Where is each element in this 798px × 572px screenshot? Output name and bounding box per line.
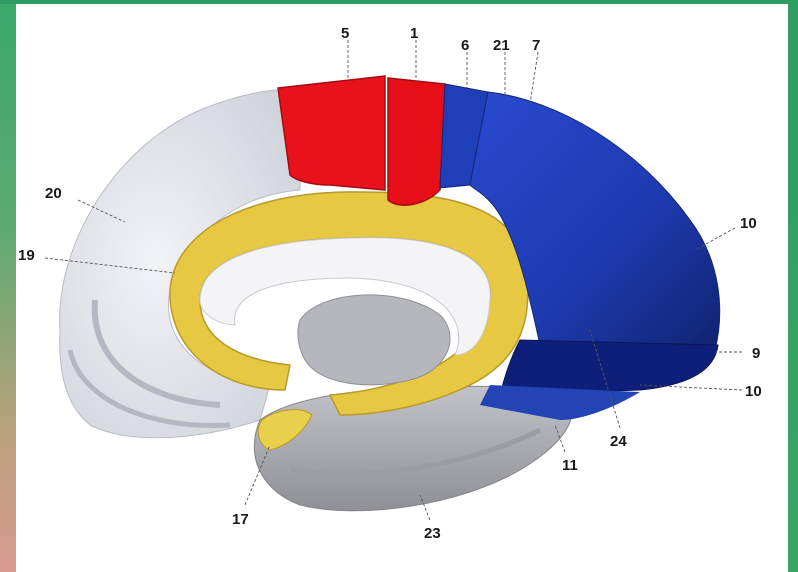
label-23: 23 bbox=[424, 525, 441, 542]
figure-canvas: 5 1 6 21 7 20 19 10 9 10 24 11 17 23 bbox=[16, 4, 788, 572]
label-9: 9 bbox=[752, 345, 760, 362]
label-20: 20 bbox=[45, 185, 62, 202]
area-1-red bbox=[388, 78, 445, 205]
thalamus-region bbox=[298, 295, 450, 385]
area-5-red bbox=[278, 76, 385, 190]
label-21: 21 bbox=[493, 37, 510, 54]
label-24: 24 bbox=[610, 433, 627, 450]
orbital-dark-blue-region bbox=[500, 340, 718, 395]
label-19: 19 bbox=[18, 247, 35, 264]
label-11: 11 bbox=[562, 457, 578, 474]
slide-frame-right bbox=[788, 0, 798, 572]
brain-medial-diagram: 5 1 6 21 7 20 19 10 9 10 24 11 17 23 bbox=[16, 4, 788, 572]
label-10-lower: 10 bbox=[745, 383, 762, 400]
label-17: 17 bbox=[232, 511, 249, 528]
label-7: 7 bbox=[532, 37, 540, 54]
label-1: 1 bbox=[410, 25, 418, 42]
label-10-upper: 10 bbox=[740, 215, 757, 232]
label-5: 5 bbox=[341, 25, 349, 42]
label-6: 6 bbox=[461, 37, 469, 54]
